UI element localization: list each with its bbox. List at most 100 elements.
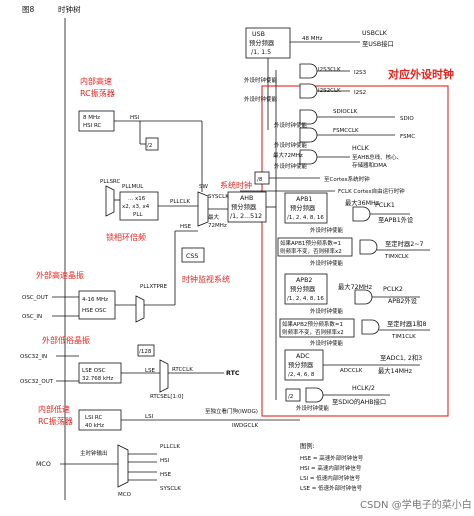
adc-label-2: 预分频器 <box>288 360 314 369</box>
pllsrc-label: PLLSRC <box>100 179 120 185</box>
apb1-to-label: 至APB1外设 <box>378 215 414 224</box>
css-label: CSS <box>186 253 198 260</box>
usb-to-label: 至USB接口 <box>362 39 394 48</box>
mco-hsi-label: HSI <box>160 458 170 464</box>
apb2-to-label: APB2外设 <box>388 296 418 305</box>
lsi-rc-label-2: 40 kHz <box>85 423 104 429</box>
apb1-mult-2: 则频率不变，否则频率x2 <box>280 247 342 255</box>
pclk2-gate <box>354 289 373 305</box>
apb2-mult-box <box>279 318 355 338</box>
tim18-label: 至定时器1和8 <box>387 319 427 328</box>
figure-number: 图8 <box>22 5 34 14</box>
apb2-prescaler-box <box>284 273 328 305</box>
timxclk-label: TIMXCLK <box>384 254 409 260</box>
fsmc-label: FSMC <box>400 134 415 140</box>
tim1-enable-label: 外设时钟使能 <box>310 339 344 347</box>
legend-item-2: HSI = 高速内部时钟信号 <box>300 464 362 472</box>
ahb-prescaler-box <box>227 191 267 223</box>
mco-sys-label: SYSCLK <box>160 486 181 492</box>
rtcsel-mux <box>159 359 169 393</box>
apb2-enable-label: 外设时钟使能 <box>310 307 344 315</box>
fsmcclk-label: FSMCCLK <box>333 128 359 134</box>
usb-prescaler-label-1: USB <box>252 31 265 38</box>
hclk2-label: HCLK/2 <box>352 385 375 392</box>
hsi-note-1: 内部高速 <box>80 76 112 86</box>
i2s3-gate <box>299 63 318 79</box>
hclk-to-label-1: 至AHB总线、核心、 <box>352 153 402 161</box>
apb1-label-2: 预分频器 <box>290 203 316 212</box>
hse-sw-label: HSE <box>180 224 192 230</box>
mco-out-label: 主时钟输出 <box>80 449 108 457</box>
hclk2-enable-label: 外设时钟使能 <box>296 404 330 412</box>
adc-to-label: 至ADC1, 2和3 <box>380 353 422 362</box>
sysclk-label: SYSCLK <box>208 194 229 200</box>
hse-ext-note: 外部高速晶振 <box>36 270 84 280</box>
max72-sys-2: 72MHz <box>208 223 227 229</box>
lsi-note-1: 内部低速 <box>38 404 70 414</box>
legend-item-4: LSE = 低速外部时钟信号 <box>300 484 363 492</box>
adcclk-label: ADCCLK <box>340 368 363 374</box>
adc-label-1: ADC <box>296 353 310 360</box>
sdio-enable-label: 外设时钟使能 <box>274 121 308 129</box>
osc-in-label: OSC_IN <box>22 314 42 320</box>
css-note: 时钟监视系统 <box>182 274 230 284</box>
timx-enable-label: 外设时钟使能 <box>310 259 344 267</box>
rtcsel-label: RTCSEL[1:0] <box>150 394 183 400</box>
hse-osc-label-2: HSE OSC <box>82 308 107 314</box>
apb1-label-1: APB1 <box>296 196 312 203</box>
fsmc-enable-label: 外设时钟使能 <box>274 141 308 149</box>
apb1-mult-1: 如果APB1预分频系数=1 <box>280 239 341 247</box>
pllxtpre-label: PLLXTPRE <box>140 284 168 290</box>
apb2-mult-2: 则频率不变，否则频率x2 <box>282 328 344 336</box>
pllxtpre-mux <box>135 295 145 323</box>
pll-box <box>119 191 159 221</box>
max72-apb2-label: 最大72MHz <box>338 282 373 291</box>
pllmul-label: PLLMUL <box>122 184 144 190</box>
tim1clk-label: TIM1CLK <box>391 334 416 340</box>
hse-osc-label-1: 4-16 MHz <box>82 297 108 303</box>
lsi-label: LSI <box>145 414 154 420</box>
pll-mul-label: x2, x3, x4 <box>122 204 150 210</box>
div128-box <box>137 344 155 357</box>
pclk2-label: PCLK2 <box>383 286 403 293</box>
tim27-label: 至定时器2~7 <box>385 239 423 248</box>
div2b-label: /2 <box>288 394 293 400</box>
mco-label: MCO <box>36 461 51 468</box>
legend-title: 图例: <box>300 441 315 450</box>
pll-name-label: PLL <box>133 212 143 218</box>
hclk-enable-label: 外设时钟使能 <box>274 162 308 170</box>
legend-item-3: LSI = 低速内部时钟信号 <box>300 474 361 482</box>
apb1-prescaler-box <box>284 192 328 224</box>
mco-mux <box>117 444 129 488</box>
apb1-mult-box <box>277 237 353 257</box>
ahb-label-3: /1, 2...512 <box>230 213 262 220</box>
usbclk-label: USBCLK <box>362 30 388 37</box>
iwdg-to-label: 至独立看门狗(IWDG) <box>205 407 258 415</box>
lse-ext-note: 外部低俗晶振 <box>42 335 90 345</box>
hclk-gate <box>299 149 318 165</box>
i2s3clk-label: I2S3CLK <box>318 67 341 73</box>
timxclk-gate <box>359 239 378 255</box>
pll-x16-label: ... x16 <box>128 196 146 202</box>
lsi-note-2: RC振荡器 <box>38 416 73 426</box>
i2s3-enable-label: 外设时钟使能 <box>244 76 278 84</box>
fsmc-gate <box>299 127 318 143</box>
rtc-label: RTC <box>226 370 240 377</box>
i2s3-label: I2S3 <box>354 70 367 76</box>
hsi-label: HSI <box>130 115 140 121</box>
lsi-rc-label-1: LSI RC <box>85 415 102 421</box>
sw-label: SW <box>199 184 208 190</box>
sw-mux <box>197 191 209 227</box>
fclk-label: FCLK Cortex自由运行时钟 <box>338 187 405 195</box>
adc-label-3: /2, 4, 6, 8 <box>288 372 315 378</box>
system-clock-note: 系统时钟 <box>220 180 252 190</box>
osc-out-label: OSC_OUT <box>22 295 49 301</box>
osc32-in-label: OSC32_IN <box>20 354 47 360</box>
mco-pll-label: PLLCLK <box>160 444 180 450</box>
sdio-gate <box>299 109 318 125</box>
ahb-label-2: 预分频器 <box>231 202 257 211</box>
sdioclk-label: SDIOCLK <box>333 109 358 115</box>
hclk-to-label-2: 存储器和DMA <box>352 161 387 169</box>
tim1clk-gate <box>361 319 380 335</box>
